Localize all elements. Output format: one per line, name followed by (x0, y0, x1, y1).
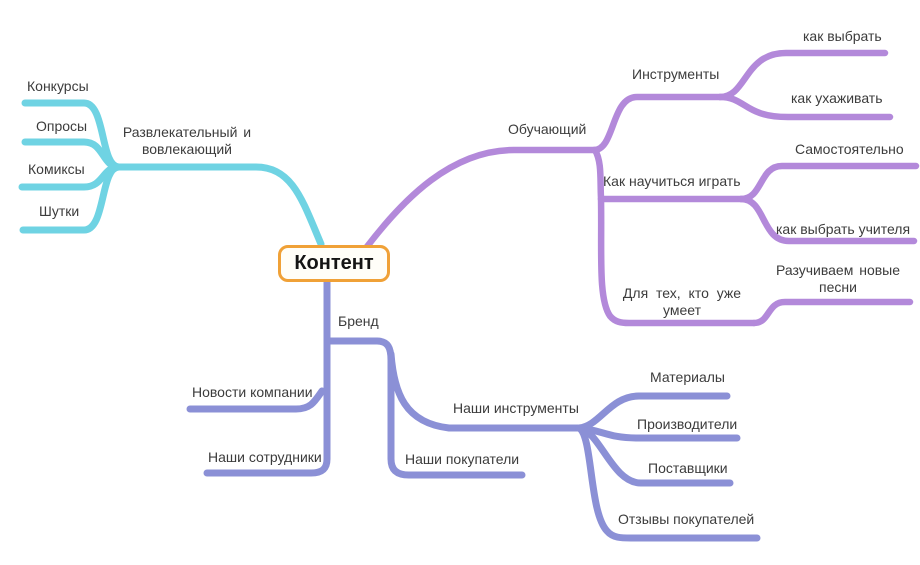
topic-shutki[interactable]: Шутки (39, 203, 80, 219)
topic-dlya-teh-kto-uzhe-umeet[interactable]: Для тех, кто уже умеет (622, 285, 742, 318)
connector-brand-trunk (203, 277, 331, 477)
connector-samostoyatelno (737, 162, 920, 203)
connector-kak-vybrat-uchitelya (737, 195, 918, 245)
connector-pokupateli (323, 337, 526, 479)
topic-razuchivaem-novye-pesni[interactable]: Разучиваем новые песни (775, 262, 901, 295)
topic-oprosy[interactable]: Опросы (36, 118, 88, 134)
topic-instrumenty[interactable]: Инструменты (632, 66, 720, 82)
connector-educational-trunk (362, 146, 598, 252)
central-topic[interactable]: Контент (278, 245, 390, 282)
topic-entertaining[interactable]: Развлекательный и вовлекающий (122, 124, 252, 157)
connector-kak-uhazhivat (716, 93, 894, 121)
connector-razuchivaem (750, 298, 914, 327)
connector-novosti (186, 387, 326, 413)
topic-kak-uhazhivat[interactable]: как ухаживать (791, 90, 883, 106)
connector-nashi-instrumenty (387, 350, 583, 432)
entertaining-branch-lines (18, 99, 325, 248)
educational-branch-lines (362, 49, 920, 327)
connector-otzyvy (575, 424, 761, 542)
topic-nashi-sotrudniki[interactable]: Наши сотрудники (208, 449, 322, 465)
topic-konkursy[interactable]: Конкурсы (27, 78, 89, 94)
topic-samostoyatelno[interactable]: Самостоятельно (795, 141, 904, 157)
topic-brend[interactable]: Бренд (338, 313, 379, 329)
topic-materialy[interactable]: Материалы (650, 369, 725, 385)
topic-komiksy[interactable]: Комиксы (28, 161, 85, 177)
topic-otzyvy-pokupateley[interactable]: Отзывы покупателей (618, 511, 755, 527)
topic-postavshchiki[interactable]: Поставщики (648, 460, 728, 476)
topic-kak-vybrat[interactable]: как выбрать (803, 28, 882, 44)
topic-nashi-instrumenty[interactable]: Наши инструменты (453, 400, 579, 416)
topic-novosti-kompanii[interactable]: Новости компании (192, 384, 313, 400)
connector-educational-down-trunk (591, 146, 758, 327)
central-topic-label: Контент (294, 252, 374, 274)
topic-kak-vybrat-uchitelya[interactable]: как выбрать учителя (776, 221, 911, 237)
connector-instrumenty (590, 93, 724, 154)
brand-branch-lines (186, 277, 761, 542)
connector-entertaining-trunk (113, 163, 325, 248)
topic-nashi-pokupateli[interactable]: Наши покупатели (405, 451, 520, 467)
topic-proizvoditeli[interactable]: Производители (637, 416, 738, 432)
connector-postavshchiki (575, 424, 734, 487)
connector-shutki (19, 163, 123, 234)
topic-kak-nauchitsya-igrat[interactable]: Как научиться играть (603, 173, 741, 189)
topic-obuchayushchiy[interactable]: Обучающий (508, 121, 587, 137)
